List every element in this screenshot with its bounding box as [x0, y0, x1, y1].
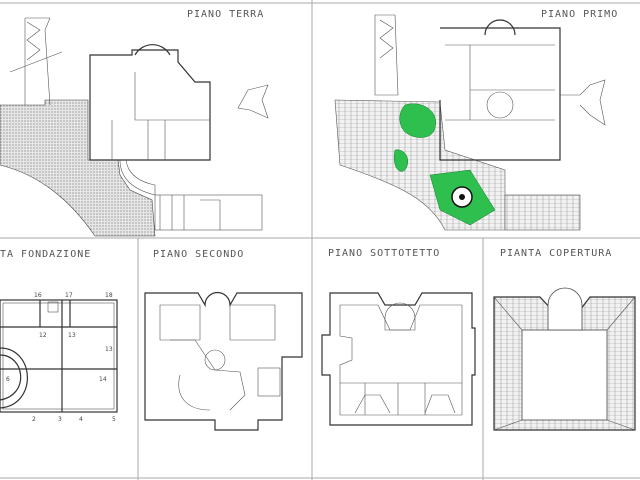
plan-pianta-fondazione: 16 17 18 12 13 13 14 6 2 3 4 5 [0, 292, 118, 423]
plan-piano-sottotetto [321, 292, 476, 426]
panel-title-piano-primo: PIANO PRIMO [541, 9, 618, 20]
panel-title-piano-terra: PIANO TERRA [187, 9, 264, 20]
axis-label: 5 [112, 416, 116, 423]
axis-label: 18 [105, 292, 113, 299]
panel-title-piano-secondo: PIANO SECONDO [153, 249, 244, 260]
axis-label: 14 [99, 376, 107, 383]
fondazione-axis-labels: 16 17 18 12 13 13 14 6 2 3 4 5 [6, 292, 116, 423]
axis-label: 13 [68, 332, 76, 339]
panel-title-pianta-copertura: PIANTA COPERTURA [500, 248, 612, 259]
axis-label: 13 [105, 346, 113, 353]
axis-label: 6 [6, 376, 10, 383]
axis-label: 2 [32, 416, 36, 423]
panel-title-piano-sottotetto: PIANO SOTTOTETTO [328, 248, 440, 259]
axis-label: 3 [58, 416, 62, 423]
plan-piano-primo [334, 14, 606, 231]
axis-label: 16 [34, 292, 42, 299]
plan-piano-terra [0, 17, 269, 237]
axis-label: 17 [65, 292, 73, 299]
axis-label: 4 [79, 416, 83, 423]
plan-pianta-copertura [493, 287, 636, 431]
panel-title-pianta-fondazione: TA FONDAZIONE [0, 249, 91, 260]
plan-piano-secondo [144, 291, 303, 431]
axis-label: 12 [39, 332, 47, 339]
